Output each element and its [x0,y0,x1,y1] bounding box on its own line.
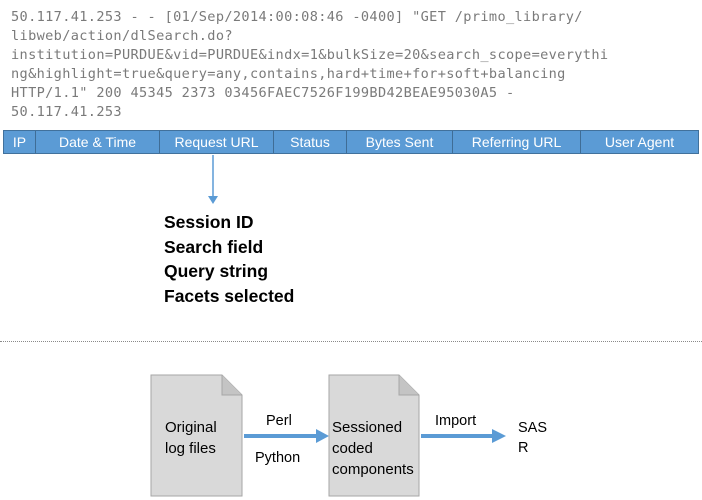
component-session-id: Session ID [164,212,254,232]
import-arrow [421,429,506,443]
section-divider [0,341,702,342]
log-line: 50.117.41.253 - - [01/Sep/2014:00:08:46 … [11,9,583,25]
component-search-field: Search field [164,236,264,257]
python-label: Python [255,450,301,466]
log-line: 50.117.41.253 [11,104,122,120]
field-referring-url: Referring URL [453,131,581,153]
doc-label-line: Sessioned [332,419,403,436]
perl-label: Perl [266,413,292,429]
import-label: Import [435,413,477,429]
component-facets-selected: Facets selected [164,285,295,306]
log-record: 50.117.41.253 - - [01/Sep/2014:00:08:46 … [11,8,699,122]
original-log-files-document [150,374,243,497]
sessioned-components-document [328,374,420,497]
component-query-string: Query string [164,261,269,281]
field-bytes-sent: Bytes Sent [347,131,453,153]
field-request-url: Request URL [160,131,274,153]
target-r: R [518,440,529,456]
sessioned-components-label: Sessioned coded components [332,417,414,480]
perl-python-arrow [244,429,329,443]
log-line: HTTP/1.1" 200 45345 2373 03456FAEC7526F1… [11,85,515,101]
field-ip: IP [4,131,36,153]
doc-label-line: Original [165,419,217,436]
target-sas: SAS [518,420,548,436]
doc-label-line: log files [165,440,216,457]
request-url-components: Session ID Search field Query string Fac… [164,210,294,308]
log-line: institution=PURDUE&vid=PURDUE&indx=1&bul… [11,47,609,63]
field-user-agent: User Agent [604,134,675,150]
log-line: ng&highlight=true&query=any,contains,har… [11,66,566,82]
doc-label-line: coded [332,440,373,457]
request-url-arrow [208,155,218,204]
field-status: Status [274,131,347,153]
field-date-time: Date & Time [36,131,160,153]
log-fields-bar: IP Date & Time Request URL Status Bytes … [3,130,699,154]
analysis-targets: SAS R [518,418,547,458]
log-line: libweb/action/dlSearch.do? [11,28,233,44]
original-log-files-label: Original log files [165,417,217,459]
doc-label-line: components [332,461,414,478]
